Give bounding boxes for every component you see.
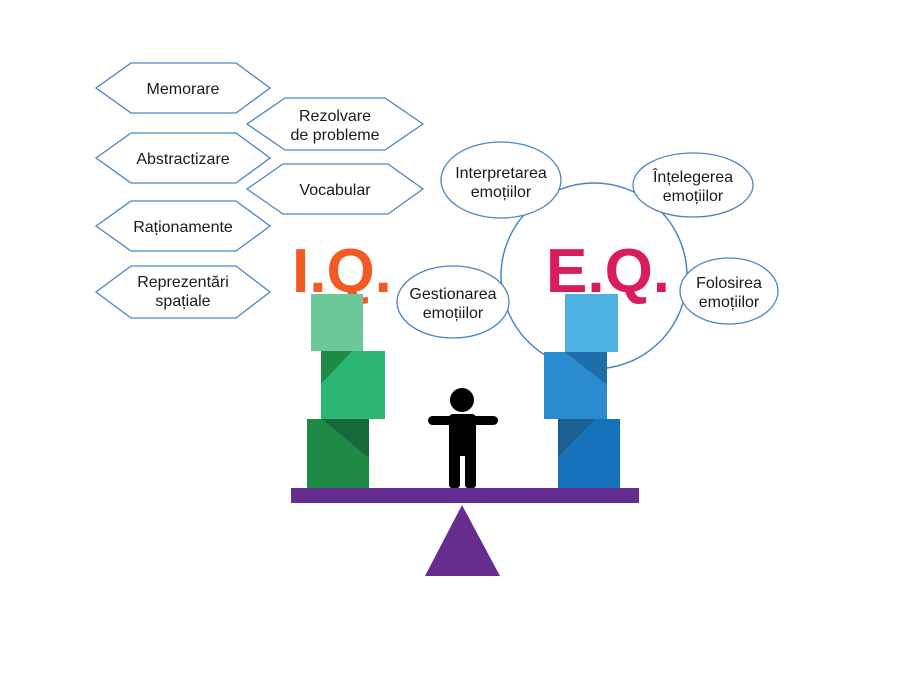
eq-skill-label: Înțelegerea xyxy=(652,167,733,186)
eq-skill-gestionarea: Gestionarea emoțiilor xyxy=(396,265,510,339)
eq-blocks xyxy=(544,294,620,488)
eq-skill-intelegerea: Înțelegerea emoțiilor xyxy=(632,152,754,218)
iq-skill-label: de probleme xyxy=(291,127,380,144)
iq-skill-reprezentari: Reprezentări spațiale xyxy=(94,265,272,319)
iq-skill-rationamente: Raționamente xyxy=(94,200,272,252)
eq-skill-label: emoțiilor xyxy=(699,294,760,311)
eq-skill-interpretarea: Interpretarea emoțiilor xyxy=(440,141,562,219)
eq-skill-folosirea: Folosirea emoțiilor xyxy=(679,257,779,325)
iq-skill-label: spațiale xyxy=(155,293,210,310)
eq-block-bottom-shade xyxy=(558,419,595,457)
iq-skill-rezolvare: Rezolvare de probleme xyxy=(245,97,425,151)
iq-skill-vocabular: Vocabular xyxy=(245,163,425,215)
iq-block-top xyxy=(311,294,363,351)
eq-skill-label: Interpretarea xyxy=(455,165,547,182)
eq-block-middle-shade xyxy=(565,352,607,385)
triangle-fulcrum xyxy=(425,505,500,576)
eq-skill-label: emoțiilor xyxy=(471,184,532,201)
eq-skill-label: Gestionarea xyxy=(409,286,496,303)
eq-block-top xyxy=(565,294,618,352)
eq-skill-label: emoțiilor xyxy=(423,305,484,322)
iq-skill-label: Rezolvare xyxy=(299,108,371,125)
iq-skill-label: Reprezentări xyxy=(137,274,229,291)
eq-skill-label: emoțiilor xyxy=(663,188,724,205)
iq-skill-label: Memorare xyxy=(147,81,220,98)
eq-skill-label: Folosirea xyxy=(696,275,762,292)
iq-blocks xyxy=(307,294,385,488)
seesaw-beam xyxy=(291,488,639,503)
iq-skill-abstractizare: Abstractizare xyxy=(94,132,272,184)
iq-block-middle-shade xyxy=(321,351,352,384)
iq-skill-label: Abstractizare xyxy=(136,151,229,168)
iq-skill-memorare: Memorare xyxy=(94,62,272,114)
person-icon xyxy=(428,388,498,488)
iq-skill-label: Vocabular xyxy=(299,182,371,199)
iq-skill-label: Raționamente xyxy=(133,219,233,236)
iq-block-bottom-shade xyxy=(322,419,369,458)
